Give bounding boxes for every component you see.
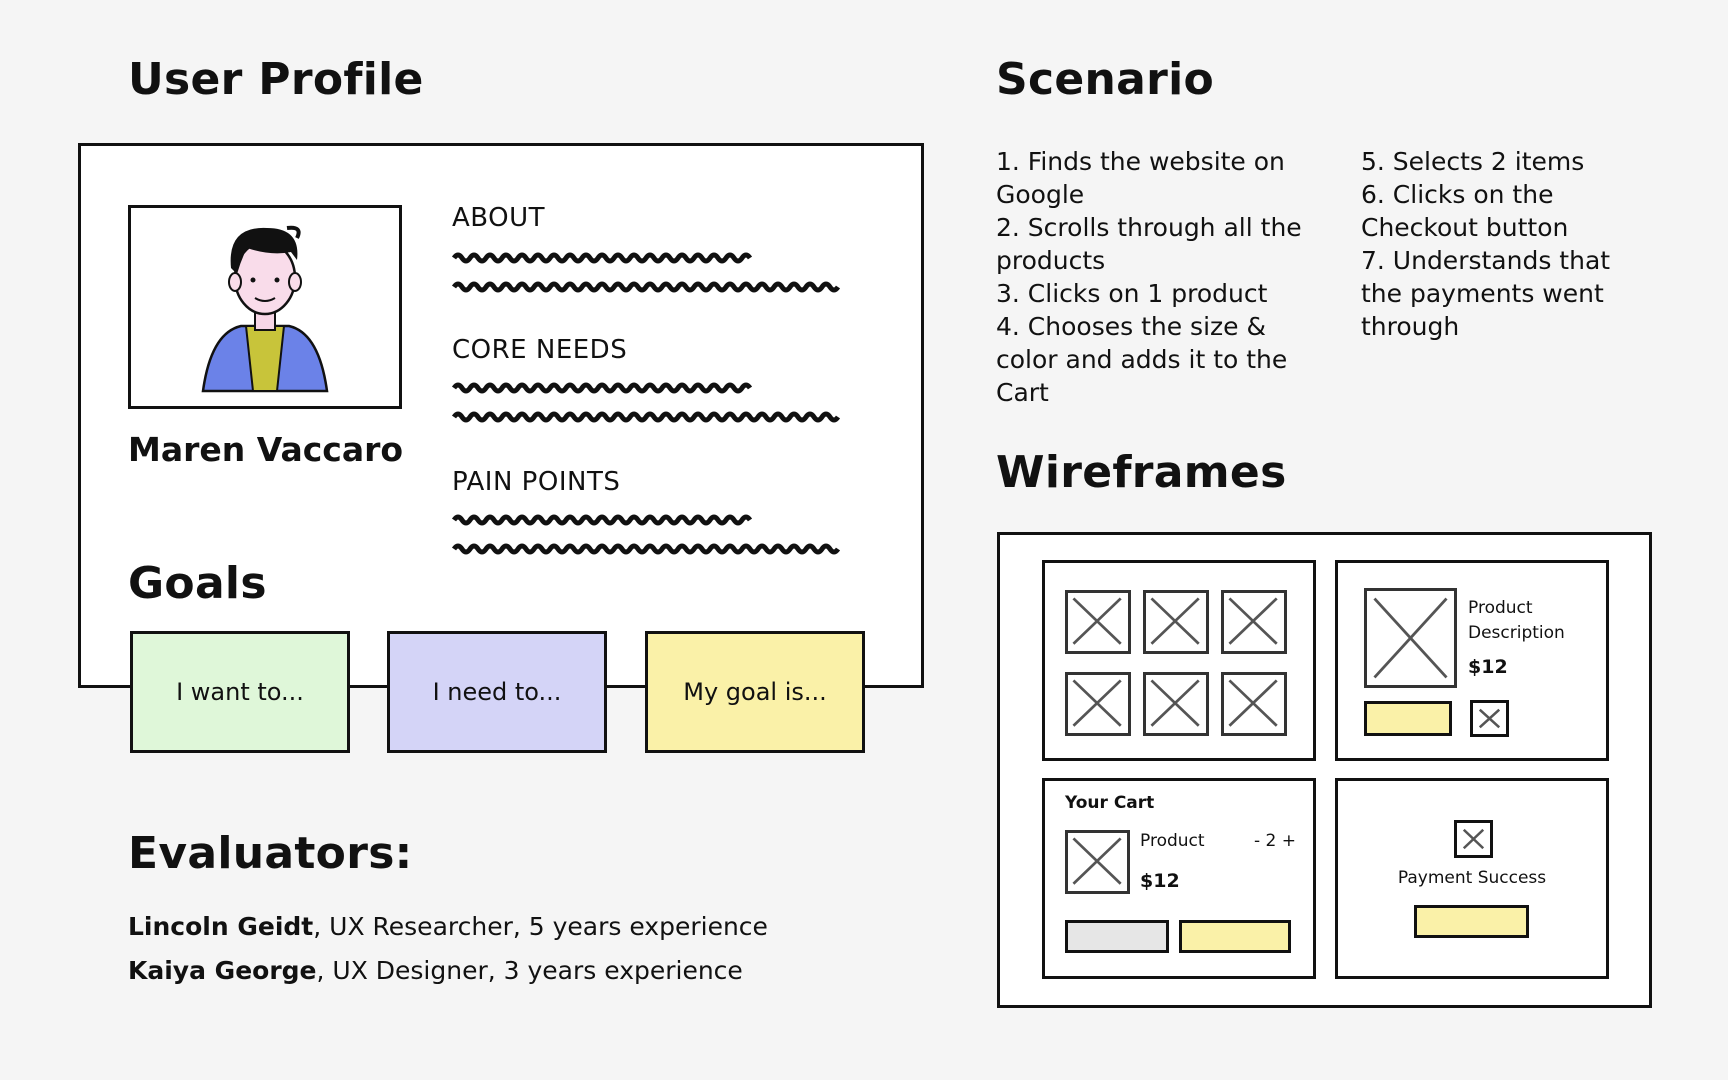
evaluator-detail: , UX Designer, 3 years experience	[316, 956, 743, 985]
continue-shopping-button[interactable]	[1065, 920, 1169, 953]
about-label: ABOUT	[452, 203, 546, 233]
cart-product-label: Product	[1140, 831, 1205, 851]
goals-heading: Goals	[128, 558, 267, 609]
quantity-stepper[interactable]: - 2 +	[1254, 831, 1297, 851]
scenario-line: Google	[996, 180, 1085, 209]
placeholder-scribble	[452, 382, 753, 394]
scenario-line: 5. Selects 2 items	[1361, 147, 1585, 176]
evaluator-name: Lincoln Geidt	[128, 912, 314, 941]
scenario-line: 2. Scrolls through all the	[996, 213, 1302, 242]
wireframes-heading: Wireframes	[996, 447, 1287, 498]
scenario-line: 4. Chooses the size &	[996, 312, 1266, 341]
evaluator-row: Lincoln Geidt, UX Researcher, 5 years ex…	[128, 912, 768, 941]
placeholder-scribble	[452, 543, 841, 555]
scenario-line: products	[996, 246, 1106, 275]
price-label: $12	[1468, 656, 1508, 678]
evaluator-row: Kaiya George, UX Designer, 3 years exper…	[128, 956, 743, 985]
evaluator-name: Kaiya George	[128, 956, 317, 985]
scenario-line: 7. Understands that	[1361, 246, 1611, 275]
scenario-line: Checkout button	[1361, 213, 1569, 242]
persona-name: Maren Vaccaro	[128, 430, 404, 469]
pain-points-label: PAIN POINTS	[452, 467, 621, 497]
evaluators-heading: Evaluators:	[128, 828, 413, 879]
scenario-line: Cart	[996, 378, 1049, 407]
scenario-column-1: 1. Finds the website on Google 2. Scroll…	[996, 145, 1326, 409]
core-needs-label: CORE NEEDS	[452, 335, 628, 365]
add-to-cart-button[interactable]	[1364, 701, 1452, 736]
image-placeholder-icon	[1065, 672, 1131, 736]
placeholder-scribble	[452, 411, 841, 423]
evaluator-detail: , UX Researcher, 5 years experience	[313, 912, 768, 941]
placeholder-scribble	[452, 252, 753, 264]
image-placeholder-icon	[1143, 590, 1209, 654]
cart-price-label: $12	[1140, 870, 1180, 892]
user-profile-heading: User Profile	[128, 54, 424, 105]
image-placeholder-icon	[1221, 672, 1287, 736]
scenario-column-2: 5. Selects 2 items 6. Clicks on the Chec…	[1361, 145, 1691, 343]
checkout-button[interactable]	[1179, 920, 1291, 953]
done-button[interactable]	[1414, 905, 1529, 938]
goal-card-want: I want to...	[130, 631, 350, 753]
image-placeholder-icon	[1221, 590, 1287, 654]
cart-title: Your Cart	[1065, 793, 1155, 813]
product-description: Product Description	[1468, 596, 1565, 646]
placeholder-scribble	[452, 514, 753, 526]
scenario-line: 6. Clicks on the	[1361, 180, 1554, 209]
goal-card-need: I need to...	[387, 631, 607, 753]
payment-success-label: Payment Success	[1397, 868, 1547, 888]
scenario-heading: Scenario	[996, 54, 1215, 105]
scenario-line: the payments went	[1361, 279, 1604, 308]
scenario-line: through	[1361, 312, 1460, 341]
goal-card-goal: My goal is...	[645, 631, 865, 753]
image-placeholder-icon	[1364, 588, 1457, 688]
image-placeholder-icon	[1065, 830, 1130, 894]
scenario-line: 3. Clicks on 1 product	[996, 279, 1268, 308]
scenario-line: 1. Finds the website on	[996, 147, 1285, 176]
close-icon[interactable]	[1470, 700, 1509, 737]
placeholder-scribble	[452, 281, 841, 293]
image-placeholder-icon	[1065, 590, 1131, 654]
avatar-frame	[128, 205, 402, 409]
scenario-line: color and adds it to the	[996, 345, 1288, 374]
image-placeholder-icon	[1143, 672, 1209, 736]
description-label: Description	[1468, 623, 1565, 643]
product-label: Product	[1468, 598, 1533, 618]
success-image-placeholder-icon	[1454, 820, 1493, 858]
wireframe-payment-success	[1335, 778, 1609, 979]
avatar	[201, 225, 329, 393]
